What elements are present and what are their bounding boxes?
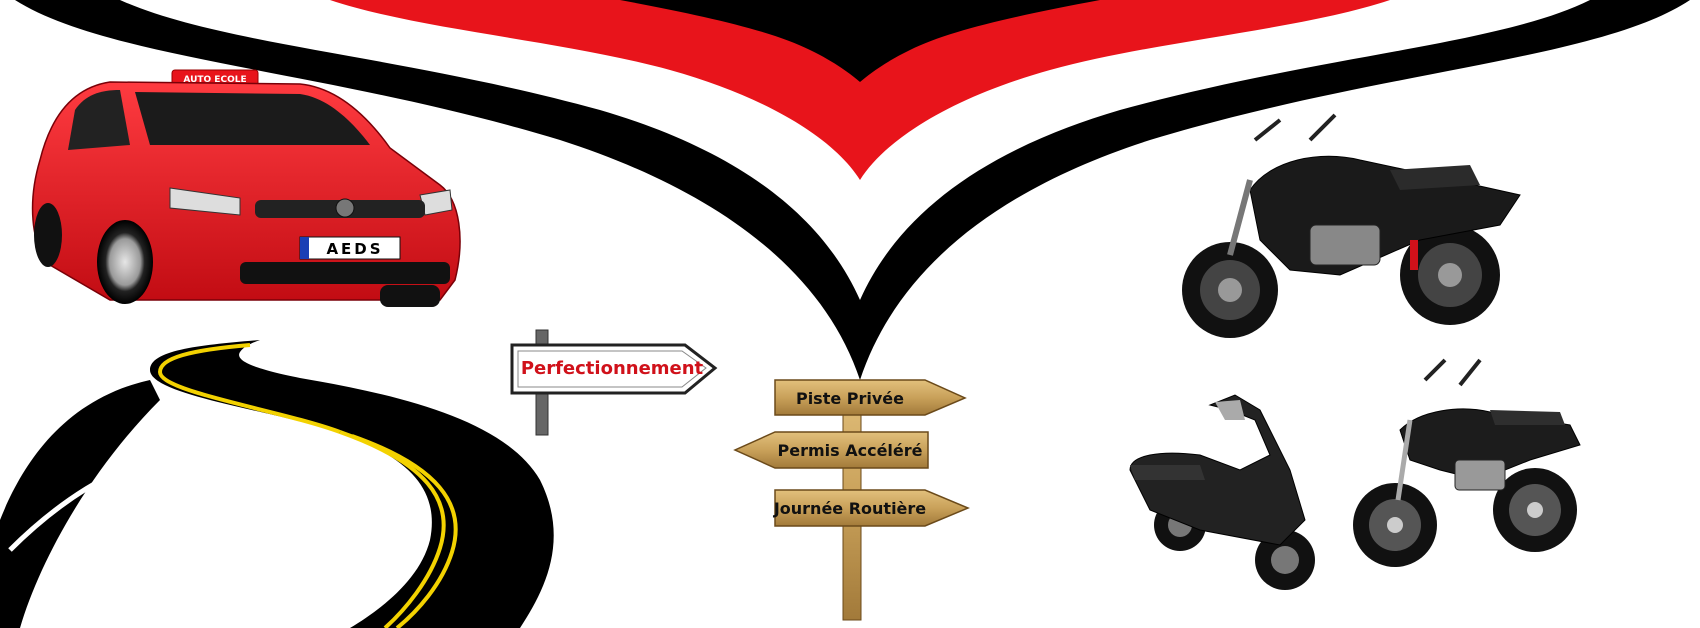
naked-motorcycle-icon [1182,113,1521,338]
perfectionnement-label: Perfectionnement [521,358,704,379]
winding-road [0,340,554,628]
chevron-swoosh-logo [15,0,1690,380]
standard-motorcycle-icon [1353,358,1581,567]
driving-school-car: AUTO ECOLE AEDS [31,69,461,307]
license-plate: AEDS [326,240,383,258]
journee-routiere-label: Journée Routière [773,499,926,518]
piste-privee-label: Piste Privée [796,389,904,408]
wooden-signpost: Piste Privée Permis Accéléré Journée Rou… [733,379,970,621]
permis-accelere-label: Permis Accéléré [778,441,923,460]
car-roof-sign: AUTO ECOLE [183,75,246,85]
scooter-icon [1129,394,1315,590]
perfectionnement-sign: Perfectionnement [510,329,718,436]
